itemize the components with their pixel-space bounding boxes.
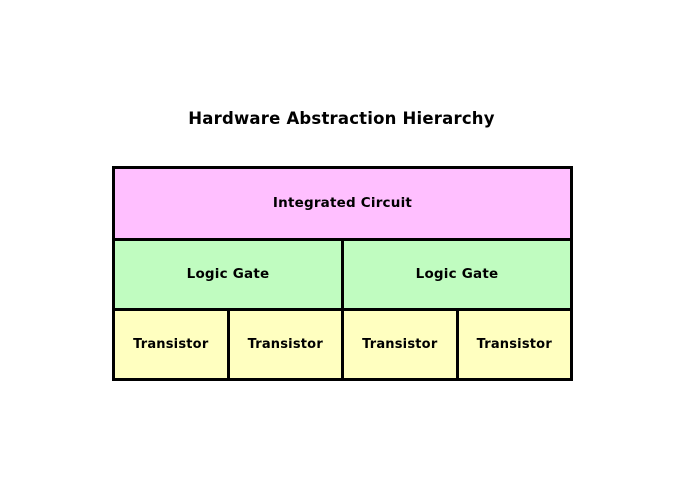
block-label: Integrated Circuit bbox=[272, 195, 413, 212]
block-logic-gate-1: Logic Gate bbox=[115, 240, 341, 308]
block-label: Transistor bbox=[476, 336, 552, 352]
block-logic-gate-2: Logic Gate bbox=[341, 240, 570, 308]
block-label: Logic Gate bbox=[186, 266, 270, 283]
tier-logic-gate: Logic Gate Logic Gate bbox=[115, 237, 570, 308]
tier-integrated-circuit: Integrated Circuit bbox=[115, 169, 570, 238]
hierarchy-diagram: Integrated Circuit Logic Gate Logic Gate… bbox=[112, 166, 573, 381]
page-title: Hardware Abstraction Hierarchy bbox=[188, 109, 495, 128]
block-transistor-1: Transistor bbox=[115, 310, 227, 378]
block-transistor-4: Transistor bbox=[455, 310, 570, 378]
block-label: Transistor bbox=[362, 336, 438, 352]
block-label: Transistor bbox=[247, 336, 323, 352]
block-label: Logic Gate bbox=[415, 266, 499, 283]
tier-transistor: Transistor Transistor Transistor Transis… bbox=[115, 307, 570, 378]
block-integrated-circuit: Integrated Circuit bbox=[115, 169, 570, 238]
block-transistor-2: Transistor bbox=[226, 310, 341, 378]
block-label: Transistor bbox=[133, 336, 209, 352]
block-transistor-3: Transistor bbox=[341, 310, 456, 378]
